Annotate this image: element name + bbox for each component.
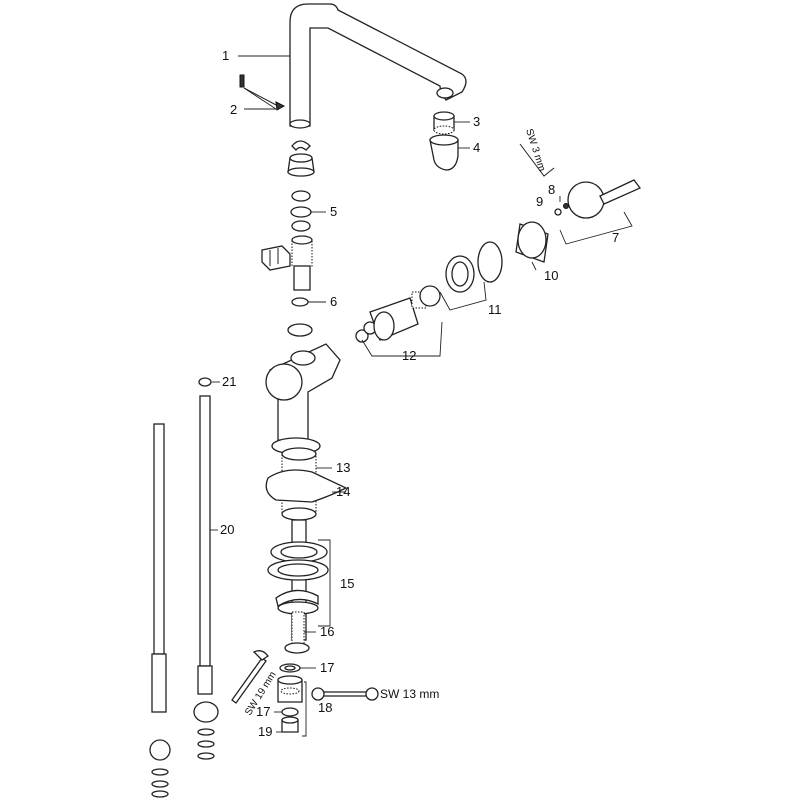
wrench-13-label: SW 13 mm — [380, 687, 439, 701]
callout-5: 5 — [330, 204, 337, 219]
callout-13: 13 — [336, 460, 350, 475]
set-screws-part-2 — [239, 74, 286, 111]
wrench-13mm-icon — [311, 687, 379, 701]
callout-20: 20 — [220, 522, 234, 537]
callout-3: 3 — [473, 114, 480, 129]
cartridge-part-12 — [355, 285, 441, 343]
hose-part-20b — [151, 423, 167, 713]
cap-part-10 — [515, 221, 549, 263]
wrench-19mm-icon — [231, 650, 269, 704]
o-rings-part-5 — [290, 190, 312, 232]
callout-1: 1 — [222, 48, 229, 63]
o-ring-part-6 — [287, 297, 313, 337]
washer-part-17b — [281, 707, 299, 717]
callout-15: 15 — [340, 576, 354, 591]
hose-nut-left — [149, 739, 171, 798]
callout-6: 6 — [330, 294, 337, 309]
hose-nut-right — [193, 701, 219, 760]
locknut-part-11 — [445, 241, 503, 293]
spout-tube — [261, 235, 313, 291]
callout-12: 12 — [402, 348, 416, 363]
fixing-set-part-15 — [267, 519, 329, 641]
callout-7: 7 — [612, 230, 619, 245]
nut-part-18 — [277, 675, 303, 703]
callout-10: 10 — [544, 268, 558, 283]
hex-key-label: SW 3 mm — [523, 128, 547, 173]
callout-11: 11 — [488, 302, 502, 317]
callout-19: 19 — [258, 724, 272, 739]
aerator-part-3 — [433, 111, 455, 135]
callout-4: 4 — [473, 140, 480, 155]
threaded-rod-part-16 — [284, 611, 310, 654]
faucet-body — [265, 343, 341, 455]
handle-part-7 — [554, 179, 642, 219]
callout-14: 14 — [336, 484, 350, 499]
spout-connector — [287, 140, 315, 177]
hose-part-20 — [197, 395, 213, 695]
aerator-housing-part-4 — [429, 134, 459, 171]
callout-16: 16 — [320, 624, 334, 639]
o-ring-part-21 — [198, 377, 212, 387]
hex-key — [519, 143, 555, 177]
washer-part-17 — [279, 663, 301, 673]
fitting-part-19 — [281, 716, 299, 733]
callout-21: 21 — [222, 374, 236, 389]
callout-17b: 17 — [256, 704, 270, 719]
callout-9: 9 — [536, 194, 543, 209]
leader-lines — [210, 55, 633, 737]
callout-8: 8 — [548, 182, 555, 197]
callout-18: 18 — [318, 700, 332, 715]
gasket-part-14 — [265, 469, 348, 503]
spout-part-1 — [289, 3, 467, 129]
callout-2: 2 — [230, 102, 237, 117]
callout-17a: 17 — [320, 660, 334, 675]
